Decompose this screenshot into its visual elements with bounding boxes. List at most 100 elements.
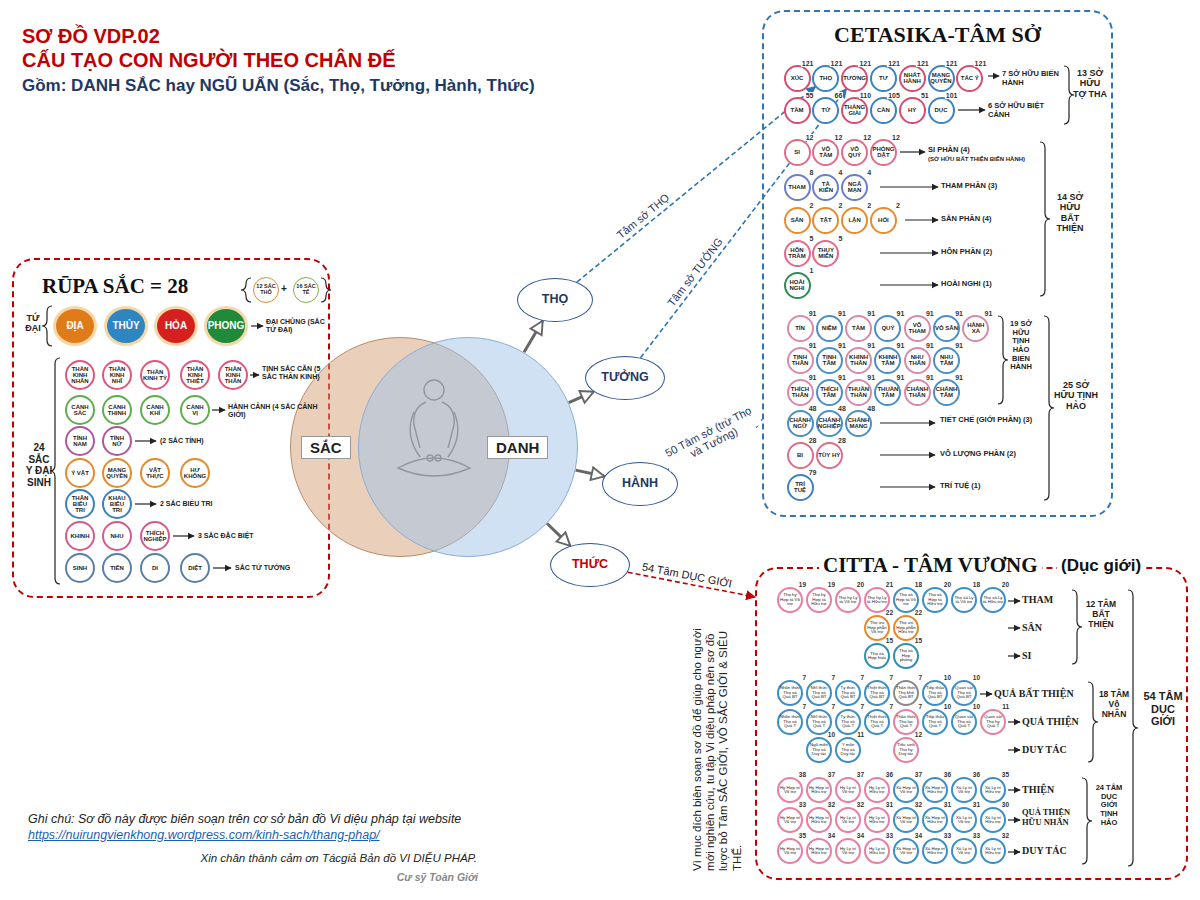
cetasika-circle: 91VÔ SÂN (933, 315, 960, 342)
pointer-arrow (212, 409, 225, 410)
count-number: 7 (859, 704, 865, 711)
node-text: NHU (111, 533, 124, 539)
cetasika-circle: 91TỊNH TÂM (816, 347, 843, 374)
rupa-circle: THẦN KINH NHĨ (102, 360, 132, 390)
node-text: MẠNG QUYỀN (105, 467, 129, 480)
node-text: THUẦN THÂN (847, 386, 870, 399)
element-circle: HỎA (154, 306, 198, 346)
count-number: 4 (837, 169, 843, 176)
rupa-circle: CẢNH KHÍ (140, 395, 170, 425)
count-number: 21 (885, 582, 894, 589)
count-number: 34 (827, 833, 836, 840)
group-circle: 12 SẮC THÔ (253, 277, 279, 303)
dashed-arrow (577, 87, 815, 282)
count-number: 11 (1001, 704, 1010, 711)
node-text: DI (152, 565, 158, 571)
brace (1088, 682, 1098, 762)
cetasika-circle: 2TẬT (812, 207, 839, 234)
cetasika-circle: 121THỌ (812, 65, 839, 92)
group-label: TIẾT CHẾ (GIỚI PHẦN) (3) (940, 416, 1040, 425)
cetasika-circle: 91THUẦN TÂM (874, 379, 901, 406)
citta-circle: 32Xả Hợp trí Vô trợ (893, 807, 919, 833)
cetasika-circle: 5THỤY MIÊN (812, 240, 839, 267)
node-text: THỨC (572, 558, 608, 571)
node-text: KHINH (71, 533, 90, 539)
node-text: TÍNH NAM (68, 435, 92, 448)
citta-circle: 30Xả Ly trí Hữu trợ (980, 807, 1006, 833)
node-text: Hỷ Hợp trí Hữu trợ (809, 847, 830, 856)
count-number: 19 (798, 582, 807, 589)
cetasika-circle: 5HÔN TRẦM (784, 240, 811, 267)
cetasika-circle: 121TƯ (870, 65, 897, 92)
rupa-circle: THẦN KINH TỶ (140, 360, 170, 390)
group-panel: RŪPA SẮC = 2812 SẮC THÔ16 SẮC TẾĐỊATHỦYH… (12, 258, 330, 598)
node-text: NIỆM (822, 325, 837, 331)
citta-circle: 20Thọ xả Hợp tà Hữu trợ (922, 587, 948, 613)
count-number: 33 (972, 833, 981, 840)
pointer-arrow (880, 422, 935, 423)
count-number: 121 (887, 60, 901, 67)
group-label: 24 TÂM DỤC GIỚI TỊNH HẢO (1092, 784, 1126, 827)
node-text: Xả Hợp trí Vô trợ (896, 847, 917, 856)
node-text: RŪPA SẮC = 28 (42, 274, 188, 299)
citta-circle: 20Thọ xả Ly tà Hữu trợ (980, 587, 1006, 613)
count-number: 38 (798, 772, 807, 779)
node-text: TÁC Ý (961, 75, 979, 81)
count-number: 2 (866, 202, 872, 209)
node-text: Hỷ Hợp trí Vô trợ (780, 847, 801, 856)
count-number: 7 (859, 675, 865, 682)
citta-circle: 33Xả Hợp trí Hữu trợ (922, 838, 948, 864)
node-text: NGÃ MẠN (843, 181, 866, 194)
citta-circle: 32Hỷ Hợp trí Hữu trợ (806, 807, 832, 833)
count-number: 32 (914, 802, 923, 809)
node-text: KHINH TÂM (876, 354, 899, 367)
count-number: 91 (808, 374, 818, 381)
node-text: Hỷ Ly trí Vô trợ (838, 786, 859, 795)
pointer-arrow (250, 374, 259, 375)
group-label: QUẢ BẤT THIỆN (994, 688, 1074, 700)
rupa-circle: DI (140, 553, 170, 583)
pointer-arrow (988, 75, 999, 76)
cetasika-circle: 12VÔ TÀM (812, 139, 839, 166)
rupa-circle: SINH (65, 553, 95, 583)
cetasika-circle: 91THÍCH TÂM (816, 379, 843, 406)
rupa-circle: KHINH (65, 521, 95, 551)
element-circle: PHONG (204, 306, 248, 346)
citta-circle: 10Tiếp thâu Thọ xả Quả T (922, 709, 948, 735)
count-number: 31 (972, 802, 981, 809)
pointer-arrow (880, 186, 938, 187)
node-text: MẠNG QUYỀN (930, 72, 953, 85)
node-text: THÂN BIỂU TRI (68, 495, 92, 514)
citta-circle: 10Quan sát Thọ xả Quả BT (951, 680, 977, 706)
count-number: 91 (866, 374, 876, 381)
node-text: CẦN (877, 107, 890, 113)
node-text: NHU THÂN (906, 354, 929, 367)
count-number: 20 (856, 582, 865, 589)
node-text: HOÀI NGHI (786, 279, 809, 292)
citta-circle: 10Tiếp thâu Thọ xả Quả BT (922, 680, 948, 706)
vertical-note: Vì mục đích biên soạn sơ đồ để giúp cho … (691, 616, 744, 871)
cetasika-circle: 28BI (787, 442, 814, 469)
node-text: THÍCH NGHIỆP (143, 530, 167, 543)
node-text: THẦN KINH THIỆT (183, 366, 207, 385)
cetasika-circle: 4NGÃ MẠN (841, 174, 868, 201)
node-text: Hỷ Hợp trí Vô trợ (780, 816, 801, 825)
cetasika-circle: 79TRÍ TUỆ (787, 474, 814, 501)
node-text: THAM (788, 184, 805, 190)
group-label: (SỞ HỮU BẤT THIỆN BIẾN HÀNH) (928, 156, 1036, 163)
cetasika-circle: 121NHẤT HÀNH (899, 65, 926, 92)
node-text: THUẦN TÂM (876, 386, 899, 399)
count-number: 121 (974, 60, 988, 67)
node-text: TƯỞNG (843, 75, 866, 81)
count-number: 91 (808, 310, 818, 317)
group-label: 14 SỞ HỮU BẤT THIỆN (1050, 192, 1090, 233)
node-text: THẮNG GIẢI (843, 104, 866, 117)
node-text: Tiếp thâu Thọ xả Quả BT (925, 686, 946, 699)
citta-circle: 15Thọ xả Hợp phóng (893, 643, 919, 669)
cetasika-circle: 1HOÀI NGHI (784, 272, 811, 299)
citta-circle: 7Nhãn thức Thọ xả Quả BT (777, 680, 803, 706)
block-arrow (524, 321, 543, 353)
citta-circle: 33Hỷ Hợp trí Vô trợ (777, 807, 803, 833)
count-number: 91 (837, 310, 847, 317)
citta-circle: 35Hỷ Hợp trí Vô trợ (777, 838, 803, 864)
